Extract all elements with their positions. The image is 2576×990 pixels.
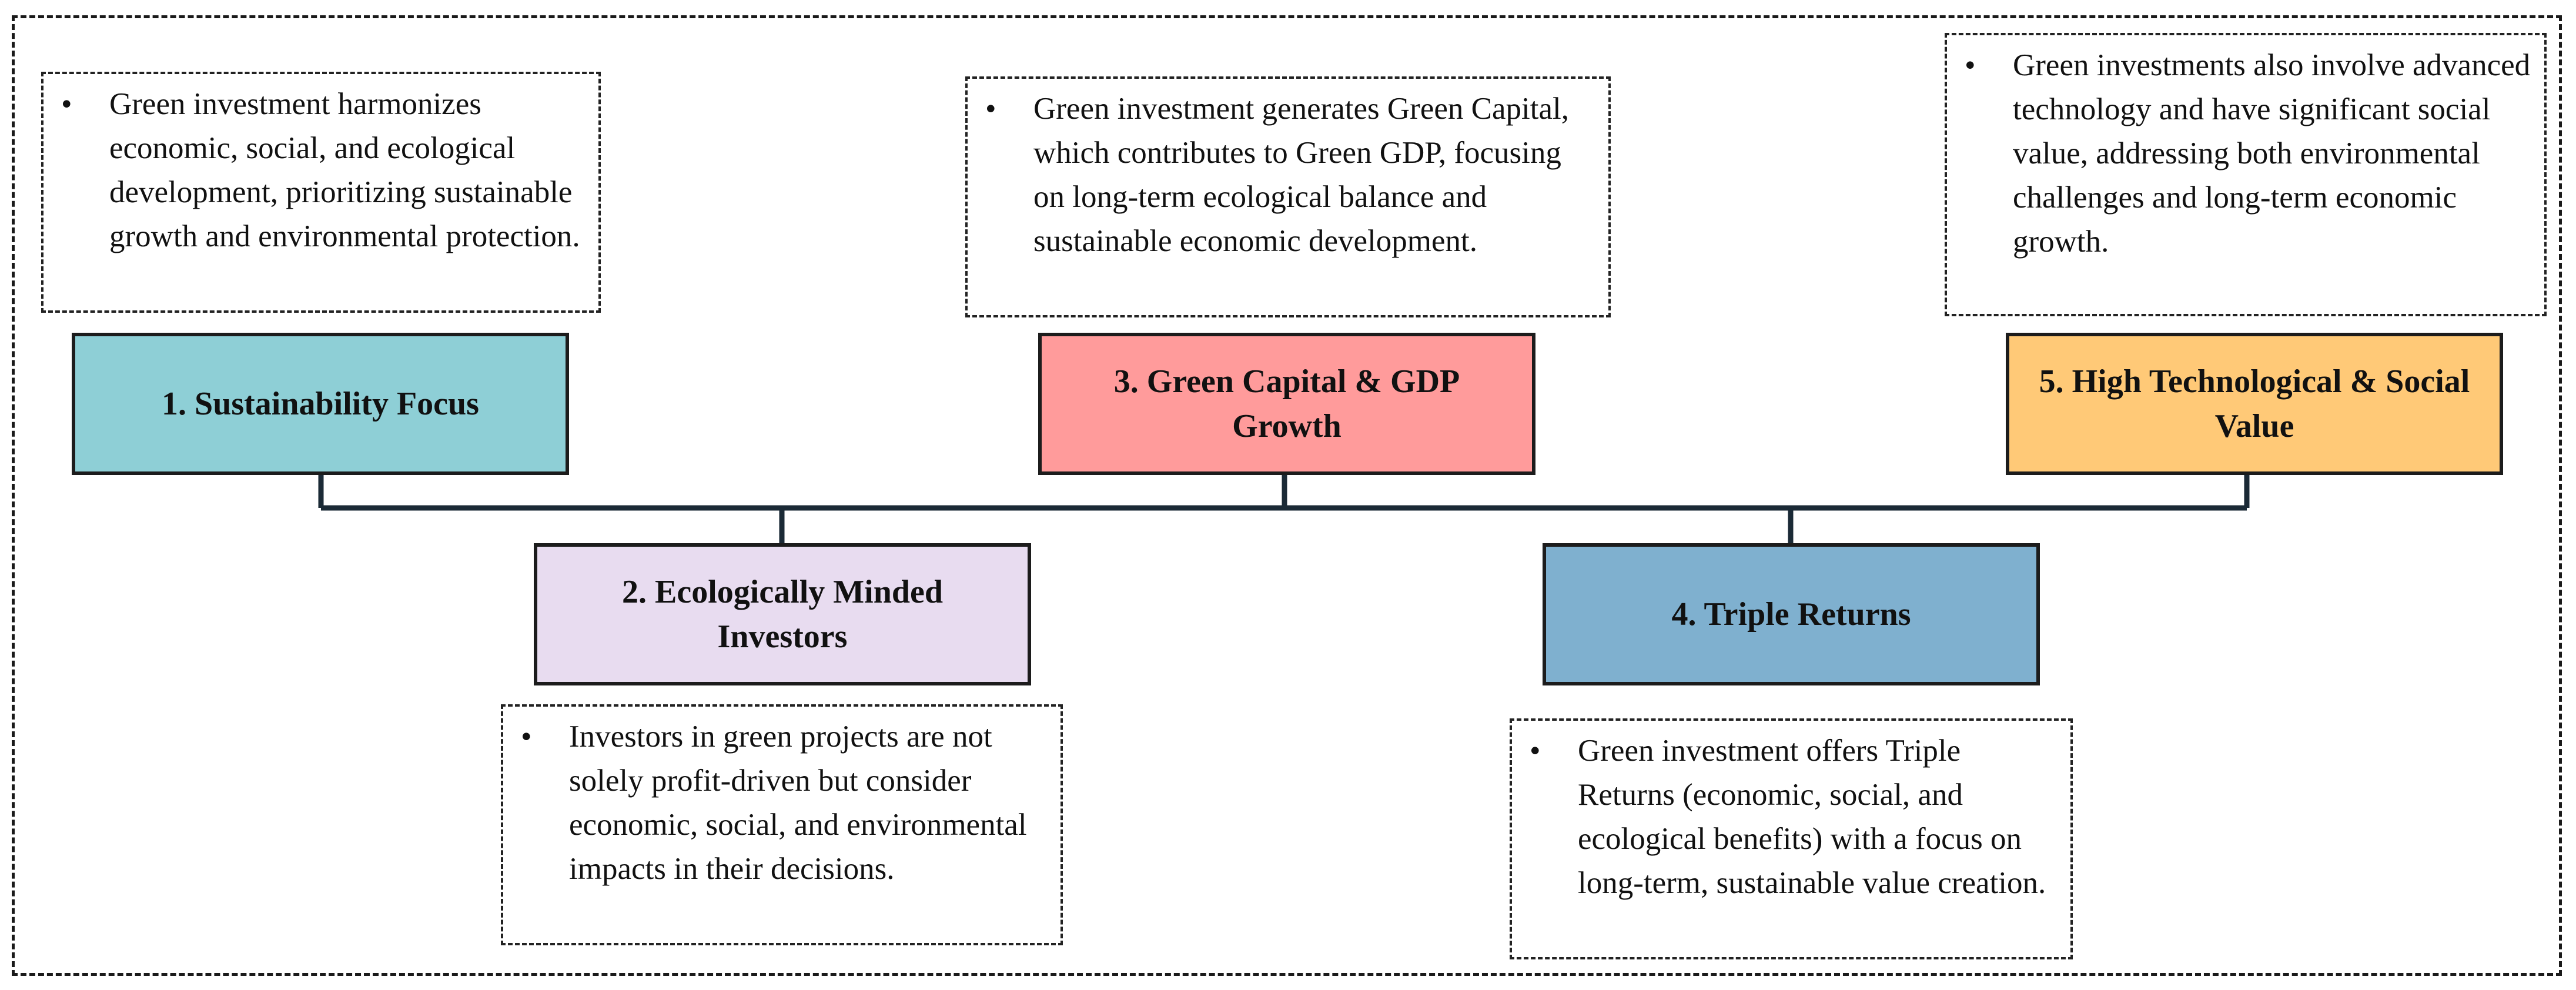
note-text: Green investment offers Triple Returns (…	[1578, 734, 2046, 900]
step-ecologically-minded-investors: 2. Ecologically Minded Investors	[534, 543, 1031, 685]
note-triple-returns: • Green investment offers Triple Returns …	[1510, 718, 2073, 959]
bullet-icon: •	[61, 87, 72, 121]
bullet-icon: •	[521, 720, 532, 754]
step-sustainability-focus: 1. Sustainability Focus	[72, 333, 569, 475]
note-high-tech-social-value: • Green investments also involve advanced…	[1945, 33, 2547, 316]
note-text: Investors in green projects are not sole…	[569, 720, 1027, 886]
note-green-capital-gdp: • Green investment generates Green Capita…	[965, 76, 1611, 317]
note-sustainability-focus: • Green investment harmonizes economic, s…	[41, 72, 601, 313]
bullet-icon: •	[1530, 734, 1541, 768]
step-green-capital-gdp-growth: 3. Green Capital & GDP Growth	[1038, 333, 1535, 475]
bullet-icon: •	[985, 92, 996, 126]
step-triple-returns: 4. Triple Returns	[1543, 543, 2040, 685]
note-text: Green investment generates Green Capital…	[1033, 92, 1569, 258]
step-high-technological-social-value: 5. High Technological & Social Value	[2006, 333, 2503, 475]
note-text: Green investments also involve advanced …	[2013, 48, 2531, 259]
step-label: 5. High Technological & Social Value	[2039, 363, 2470, 444]
note-text: Green investment harmonizes economic, so…	[109, 87, 580, 253]
outer-frame	[12, 15, 2562, 976]
step-label: 1. Sustainability Focus	[162, 386, 479, 422]
step-label: 4. Triple Returns	[1671, 596, 1911, 633]
note-ecologically-minded-investors: • Investors in green projects are not sol…	[501, 704, 1063, 945]
step-label: 3. Green Capital & GDP Growth	[1113, 363, 1460, 444]
step-label: 2. Ecologically Minded Investors	[622, 574, 943, 655]
bullet-icon: •	[1965, 48, 1976, 82]
